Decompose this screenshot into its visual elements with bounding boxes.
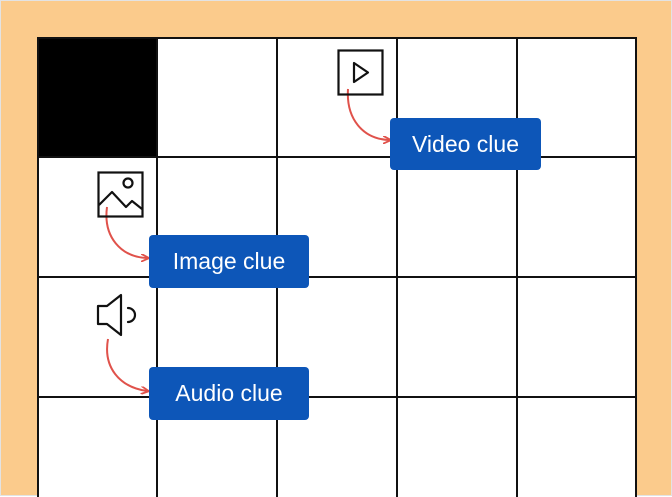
grid-border-left [37, 37, 39, 497]
image-icon [97, 171, 144, 218]
speaker-icon [95, 292, 147, 338]
black-cell [37, 37, 157, 157]
play-icon [337, 49, 384, 96]
grid-border-top [37, 37, 637, 39]
crossword-grid [37, 37, 637, 497]
grid-line [37, 156, 637, 158]
image-clue-label: Image clue [149, 235, 309, 288]
grid-line [37, 396, 637, 398]
grid-line [396, 37, 398, 497]
audio-clue-label: Audio clue [149, 367, 309, 420]
grid-line [516, 37, 518, 497]
video-clue-label: Video clue [390, 118, 541, 170]
grid-line [37, 276, 637, 278]
grid-border-right [635, 37, 637, 497]
